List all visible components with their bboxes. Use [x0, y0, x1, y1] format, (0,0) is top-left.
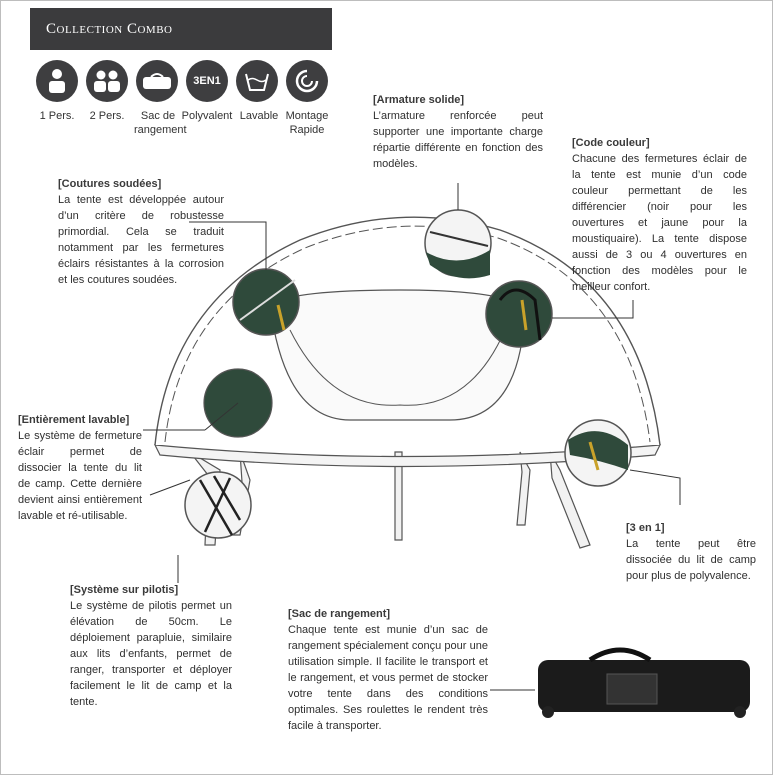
section-code-couleur: [Code couleur] Chacune des fermetures éc… — [572, 135, 747, 295]
section-title: [Entièrement lavable] — [18, 414, 130, 426]
icon-label-two-persons: 2 Pers. — [89, 110, 125, 122]
section-text: La tente est développée autour d’un crit… — [58, 194, 224, 286]
section-sac: [Sac de rangement] Chaque tente est muni… — [288, 606, 488, 734]
washable-icon — [236, 60, 278, 102]
section-title: [Système sur pilotis] — [70, 584, 179, 596]
section-title: [Armature solide] — [373, 94, 465, 106]
section-coutures: [Coutures soudées] La tente est développ… — [58, 176, 224, 288]
bag-icon — [136, 60, 178, 102]
quick-setup-icon — [286, 60, 328, 102]
section-lavable: [Entièrement lavable] Le système de ferm… — [18, 412, 142, 524]
icon-label-one-person: 1 Pers. — [39, 110, 75, 122]
section-text: Chaque tente est munie d’un sac de range… — [288, 624, 488, 732]
section-text: La tente peut être dissociée du lit de c… — [626, 538, 756, 582]
collection-banner: Collection Combo — [30, 8, 332, 50]
section-title: [Sac de rangement] — [288, 608, 391, 620]
one-person-icon — [36, 60, 78, 102]
section-text: Le système de pilotis permet un élévatio… — [70, 600, 232, 708]
section-text: L’armature renforcée peut supporter une … — [373, 110, 543, 170]
section-armature: [Armature solide] L’armature renforcée p… — [373, 92, 543, 172]
section-text: Le système de fermeture éclair permet de… — [18, 430, 142, 522]
icon-label-washable: Lavable — [239, 110, 279, 122]
icon-label-quick-setup: Montage Rapide — [285, 110, 329, 136]
storage-bag-illustration — [538, 647, 750, 718]
icon-label-versatile: Polyvalent — [181, 110, 233, 122]
section-title: [Coutures soudées] — [58, 178, 162, 190]
three-in-one-icon: 3EN1 — [186, 60, 228, 102]
section-title: [3 en 1] — [626, 522, 665, 534]
icon-label-bag: Sac de rangement — [134, 110, 187, 136]
section-title: [Code couleur] — [572, 137, 650, 149]
section-text: Chacune des fermetures éclair de la tent… — [572, 153, 747, 293]
section-pilotis: [Système sur pilotis] Le système de pilo… — [70, 582, 232, 710]
two-persons-icon — [86, 60, 128, 102]
section-trois-en-un: [3 en 1] La tente peut être dissociée du… — [626, 520, 756, 584]
